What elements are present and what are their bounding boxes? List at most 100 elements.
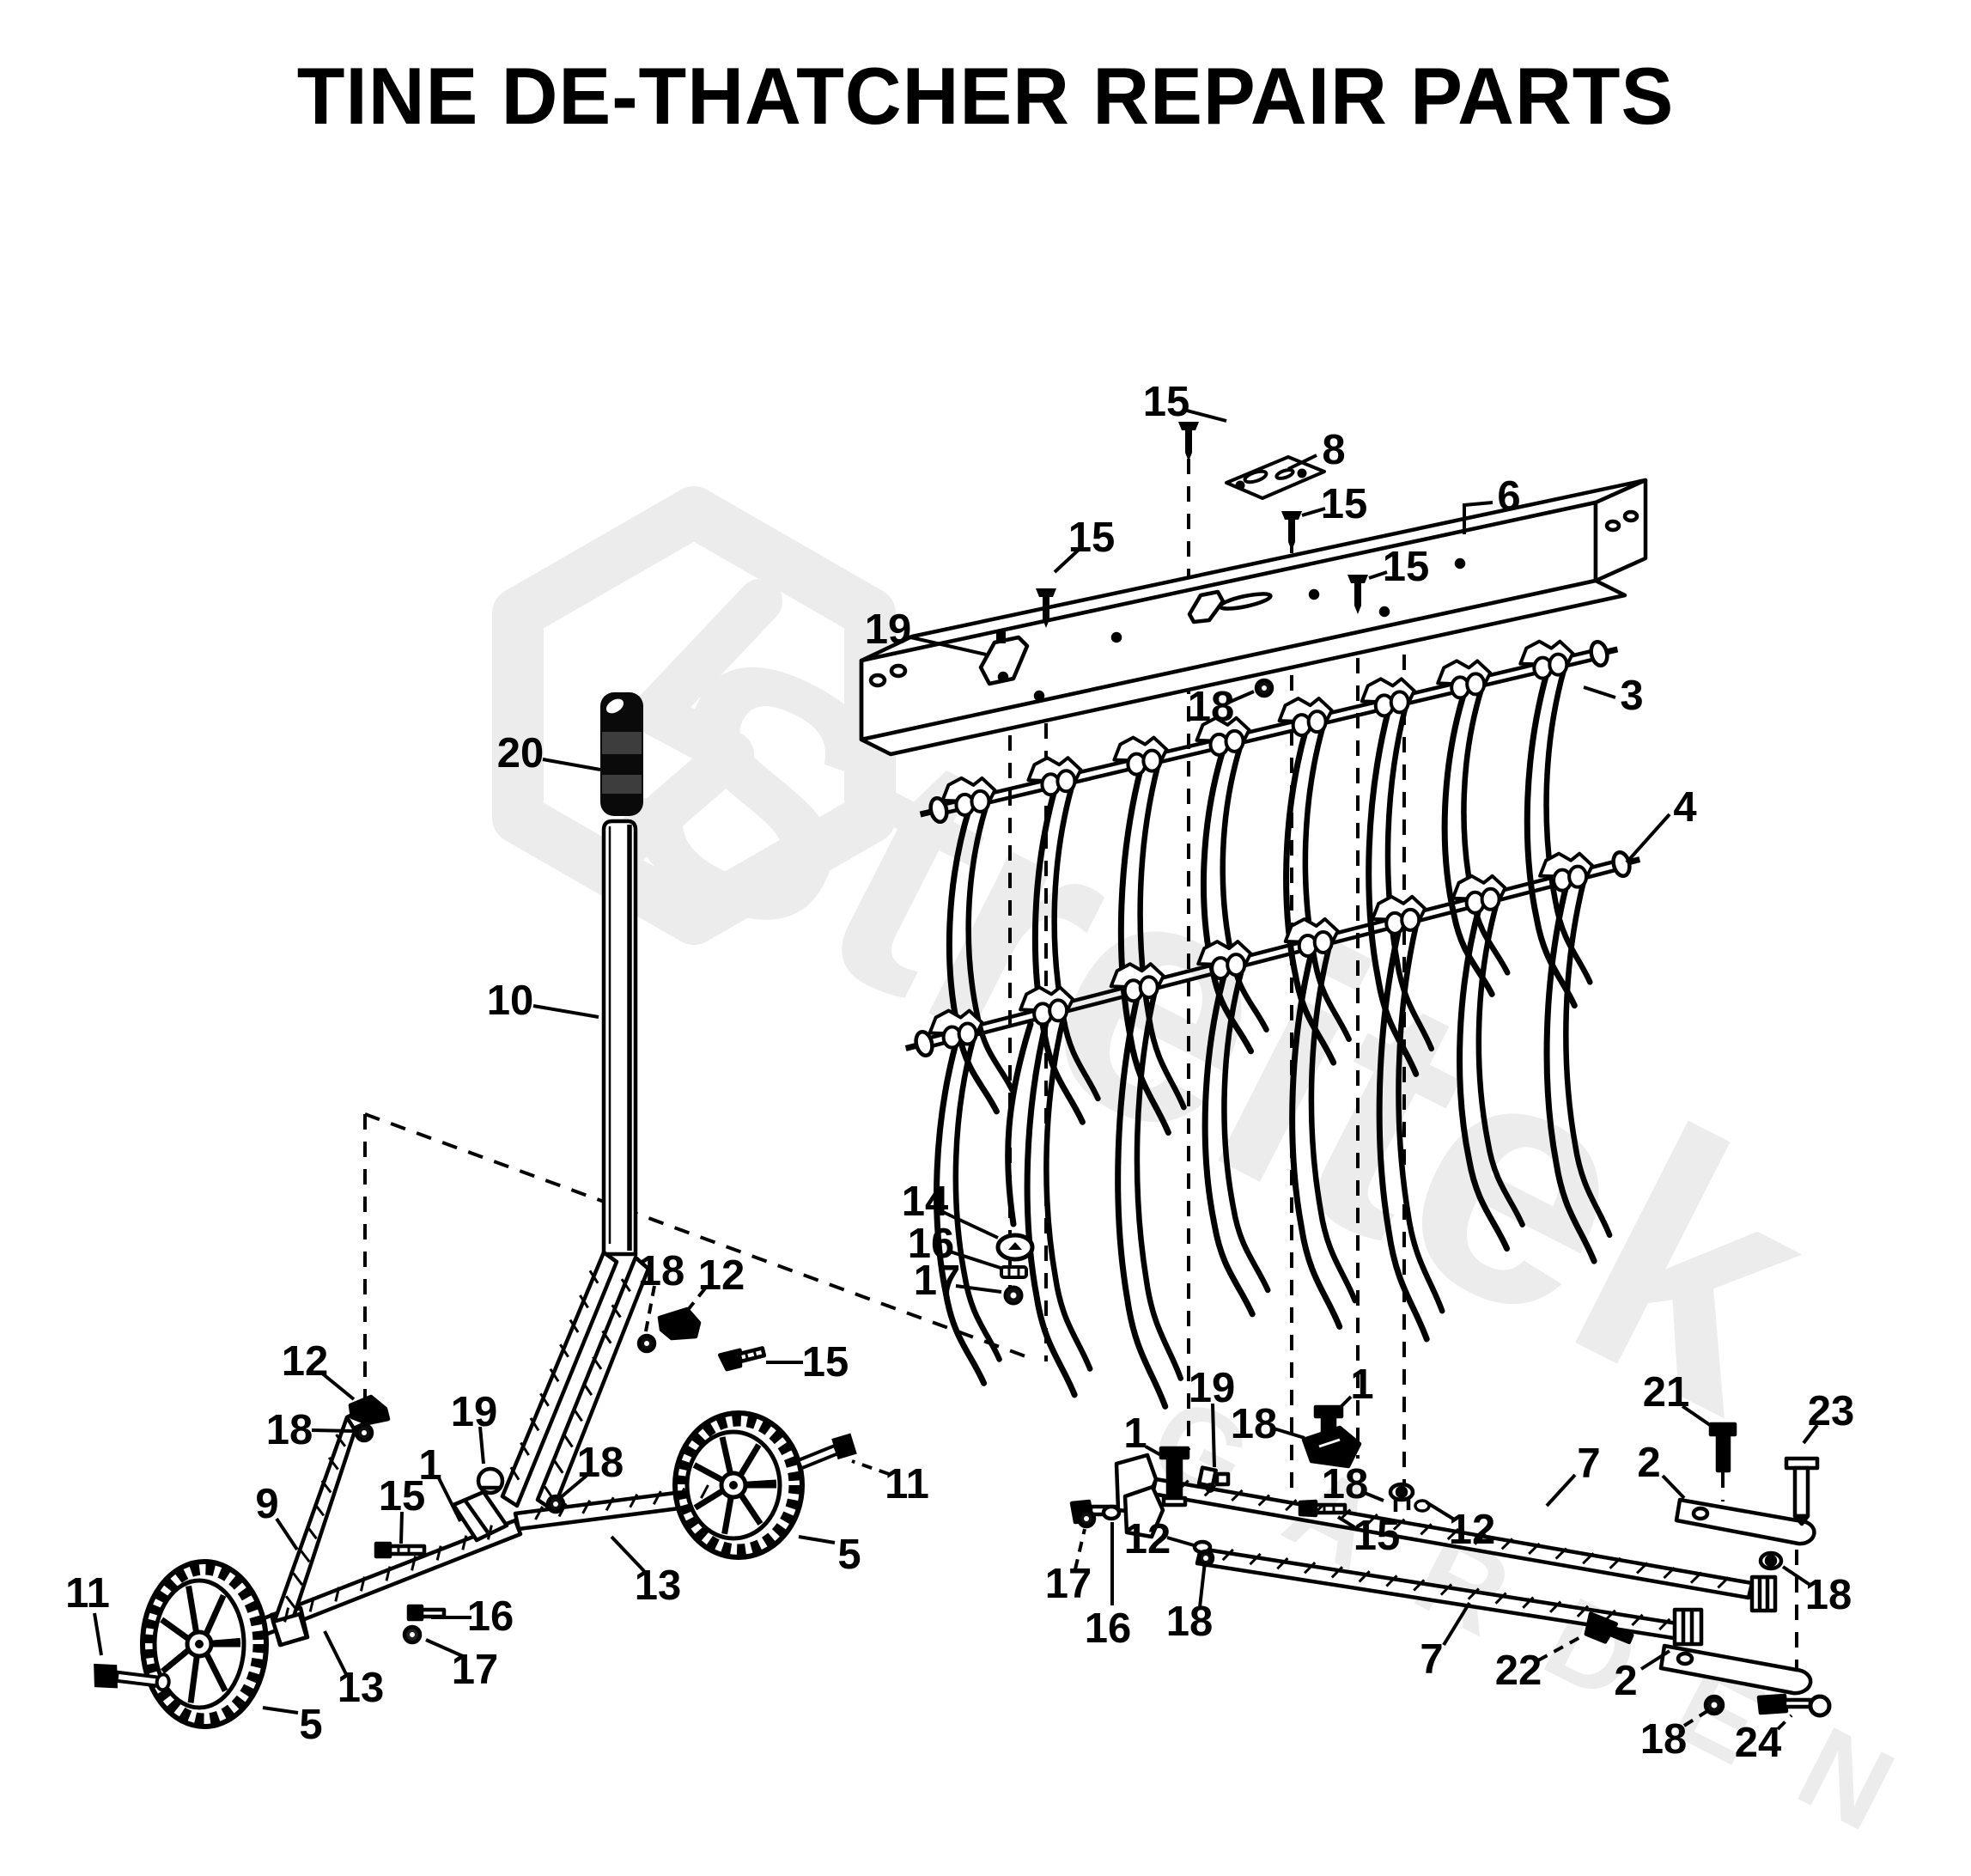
callout-leader <box>478 1426 485 1465</box>
callout-leader <box>1336 1515 1360 1532</box>
hatch-tick <box>306 1526 318 1540</box>
callout-leader <box>1545 1473 1577 1508</box>
hatch-tick <box>1285 1499 1298 1512</box>
callout-19-6: 19 <box>865 606 987 656</box>
tine-coil <box>1389 690 1410 715</box>
tine <box>946 806 1000 1115</box>
wheels-group <box>140 1410 805 1729</box>
tube-hatching <box>283 1270 1730 1631</box>
hatch-tick <box>299 1549 311 1563</box>
callout-number: 4 <box>1673 784 1696 831</box>
callout-leader <box>319 1371 356 1401</box>
callout-number: 7 <box>1420 1636 1443 1683</box>
deck-channel-bar-6 <box>859 478 1648 757</box>
screw-15 <box>1281 511 1302 551</box>
hatch-tick <box>1582 1552 1595 1565</box>
hatch-tick <box>1500 1538 1514 1550</box>
hatch-tick <box>592 1355 603 1370</box>
callout-leader <box>275 1517 299 1551</box>
hatch-tick <box>283 1607 290 1623</box>
hatch-tick <box>1358 1570 1371 1583</box>
hatch-tick <box>1221 1548 1234 1562</box>
tine-coil <box>1141 748 1163 773</box>
hatch-tick <box>1658 1617 1671 1631</box>
tine <box>1308 943 1358 1304</box>
callout-number: 2 <box>1637 1440 1660 1486</box>
tine-bar-bracket-mid <box>1187 589 1226 624</box>
tine-bar-4 <box>904 850 1641 1410</box>
callout-7-44: 7 <box>1545 1440 1601 1508</box>
callout-number: 13 <box>635 1562 682 1609</box>
wheel-spoke <box>160 1617 192 1642</box>
callout-17-27: 17 <box>425 1638 498 1693</box>
hatch-tick <box>1276 1556 1289 1570</box>
callout-20-32: 20 <box>497 730 601 777</box>
callout-4-9: 4 <box>1625 784 1697 864</box>
bolt-15-drawbar <box>1298 1499 1347 1518</box>
wheel-spoke <box>743 1479 777 1488</box>
tine <box>1441 688 1495 997</box>
callout-2-51: 2 <box>1614 1649 1671 1704</box>
hatch-tick <box>1467 1587 1480 1600</box>
hitch-spacer-lower <box>1672 1607 1704 1647</box>
wheel-spoke <box>187 1654 200 1703</box>
hatch-tick <box>313 1502 325 1517</box>
tine <box>934 1038 988 1386</box>
tine <box>1396 921 1445 1314</box>
hatch-tick <box>539 1392 550 1407</box>
callout-number: 16 <box>1085 1605 1132 1652</box>
callout-number: 24 <box>1735 1720 1782 1766</box>
callout-16-26: 16 <box>431 1593 514 1640</box>
hatch-tick <box>1635 1562 1649 1574</box>
tine <box>1461 685 1511 976</box>
hitch-bracket-2-upper-hole <box>1691 1506 1710 1521</box>
hatch-tick <box>1231 1489 1244 1501</box>
callout-leader <box>1625 813 1671 864</box>
screws-15-group <box>1036 422 1368 628</box>
flanged-nut-18-center <box>1388 1482 1415 1512</box>
callout-number: 3 <box>1620 673 1643 719</box>
tine <box>1043 1012 1093 1372</box>
callout-18-50: 18 <box>1781 1565 1852 1618</box>
callout-leader <box>1368 570 1388 580</box>
tire-tread <box>677 1415 800 1556</box>
callout-leader <box>1186 409 1227 423</box>
hatch-tick <box>509 1466 520 1481</box>
callout-leader <box>93 1612 103 1656</box>
callout-number: 15 <box>1354 1513 1401 1559</box>
callout-leader <box>1781 1565 1813 1587</box>
callout-1-36: 1 <box>1329 1361 1374 1419</box>
hatch-tick <box>1257 1494 1271 1507</box>
hatch-tick <box>435 1545 442 1561</box>
hatch-tick <box>553 1459 564 1474</box>
callout-number: 18 <box>577 1440 624 1486</box>
callout-number: 15 <box>379 1473 426 1520</box>
callout-11-23: 11 <box>851 1459 929 1508</box>
callout-5-24: 5 <box>798 1532 861 1578</box>
hitch-pin-23 <box>1784 1456 1820 1526</box>
callout-15-16: 15 <box>379 1473 426 1544</box>
washer-16-drawbar-left <box>1101 1504 1122 1521</box>
callout-leader <box>1442 1601 1471 1647</box>
callout-number: 1 <box>418 1442 441 1489</box>
tine <box>1543 881 1597 1264</box>
callout-leader <box>1227 690 1255 704</box>
pivot-bolt-16-left <box>406 1604 447 1622</box>
screw-15 <box>1347 575 1368 614</box>
dashed-axis-line <box>364 1112 1036 1361</box>
carriage-bolt-1-center <box>1301 1404 1362 1469</box>
tine-coil <box>970 789 991 813</box>
hatch-tick <box>569 1319 580 1333</box>
callout-leader <box>1364 1491 1384 1502</box>
wheel-5 <box>672 1410 805 1560</box>
callout-8-1: 8 <box>1287 427 1346 473</box>
callout-15-0: 15 <box>1143 379 1227 425</box>
tine <box>1289 947 1343 1330</box>
tine-coil <box>1306 710 1328 734</box>
callout-number: 7 <box>1577 1440 1600 1487</box>
callout-leader <box>798 1535 836 1544</box>
callout-leader <box>399 1511 404 1544</box>
callout-15-4: 15 <box>1368 544 1429 590</box>
callout-19-33: 19 <box>1189 1365 1235 1468</box>
lock-nut-18-handle <box>636 1333 657 1354</box>
